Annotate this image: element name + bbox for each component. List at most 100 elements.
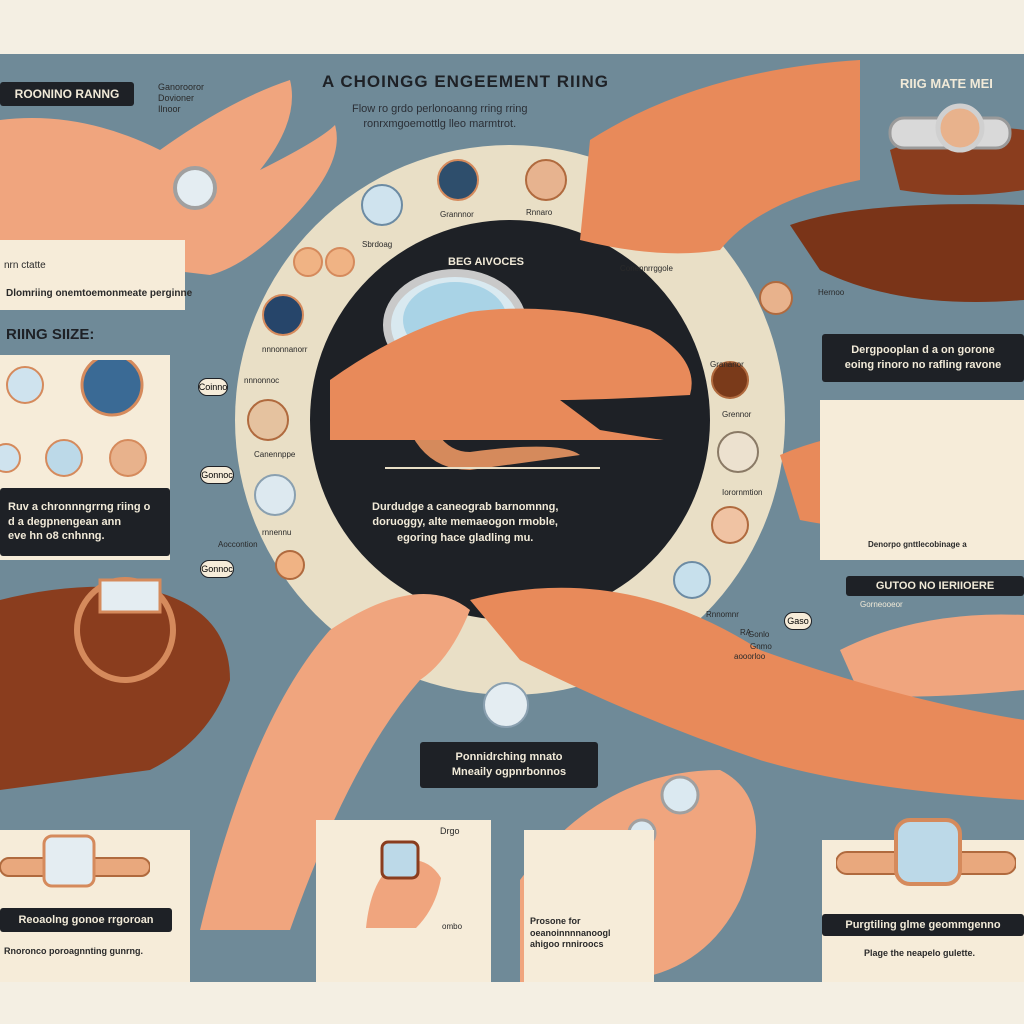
page-subtitle: Flow ro grdo perlonoanng rring rring ron… — [352, 102, 527, 132]
gem-icon — [262, 294, 304, 336]
emerald-ring-icon — [836, 818, 1016, 886]
hand-caption: nrn ctatte — [4, 260, 46, 271]
gem-icon — [759, 281, 793, 315]
ring-icon — [173, 166, 217, 210]
wheel-label: nnnonnanorr — [262, 345, 308, 354]
gem-icon — [437, 159, 479, 201]
badge-line: Ponnidrching mnato — [455, 750, 563, 763]
badge-line: eoing rinoro no rafling ravone — [844, 359, 1002, 371]
gem-icon — [98, 578, 162, 614]
gem-icon — [711, 361, 749, 399]
bottom-right-card-text: Prosone for oeanoinnnnanoogl ahigoo rnni… — [530, 916, 611, 951]
side-note-line: Dovioner — [158, 92, 195, 103]
gem-icon — [6, 366, 44, 404]
arm-illustration — [470, 587, 1024, 800]
gem-icon — [254, 474, 296, 516]
wheel-label: Rnnaro — [526, 208, 553, 217]
ring-size-gems — [0, 360, 147, 477]
wheel-label: Rnnomnr — [706, 610, 739, 619]
right-badge-note: Gorneooeor — [860, 600, 903, 609]
bottom-mid-badge: Ponnidrching mnato Mneaily ogpnrbonnos — [420, 742, 598, 788]
wheel-label: Sbrdoag — [362, 240, 393, 249]
card-line: oeanoinnnnanoogl — [530, 927, 611, 938]
card-line: ahigoo rnniroocs — [530, 939, 604, 950]
wheel-label: Aoccontion — [218, 540, 258, 549]
gem-icon — [673, 561, 711, 599]
wheel-label: Iorornmtion — [722, 488, 763, 497]
wheel-pill: Gonnoc — [200, 466, 234, 484]
wheel-label: Hernoo — [818, 288, 845, 297]
page-title: A CHOINGG ENGEEMENT RIING — [322, 72, 609, 91]
panel — [524, 830, 654, 982]
gem-icon — [45, 439, 83, 477]
subtitle-line: ronrxmgoemottlg lleo marmtrot. — [363, 117, 517, 130]
subtitle-line: Flow ro grdo perlonoanng rring rring — [352, 103, 528, 115]
wheel-label: Canennppe — [254, 450, 296, 459]
gem-icon — [293, 247, 323, 277]
ring-size-description: Ruv a chronnngrrng riing o d a degpnenge… — [0, 488, 170, 556]
hand-with-ring-icon — [366, 840, 441, 928]
wheel-pill: Gonnoc — [200, 560, 234, 578]
gem-icon — [483, 682, 529, 728]
wheel-label: Grannnor — [440, 210, 474, 219]
hand-illustration — [580, 60, 860, 254]
badge-line: Mneaily ogpnrbonnos — [451, 766, 567, 778]
center-text-line: egoring hace gladling mu. — [397, 531, 534, 544]
card-line: Prosone for — [530, 916, 581, 926]
description-line: Ruv a chronnngrrng riing o — [8, 500, 151, 513]
mid-card-label: Drgo — [440, 826, 460, 836]
gem-icon — [0, 443, 21, 473]
gem-icon — [935, 103, 985, 153]
side-note-line: Ilnoor — [158, 103, 181, 114]
hand-illustration — [840, 614, 1024, 697]
panel-caption: Dlomriing onemtoemonmeate perginne — [6, 288, 193, 299]
hand-illustration — [200, 594, 470, 930]
wheel-tag: Gonlo — [748, 630, 770, 639]
bottom-left-caption: Rnoronco poroagnnting gunrng. — [4, 946, 143, 956]
description-line: d a degpnengean ann — [8, 515, 122, 528]
panel — [820, 400, 1024, 560]
hand-illustration — [330, 308, 692, 440]
gem-icon — [109, 439, 147, 477]
side-note-line: Ganorooror — [158, 82, 205, 92]
wheel-pill: Gaso — [784, 612, 812, 630]
wheel-label: Grennor — [722, 410, 752, 419]
center-text-line: Durdudge a caneograb barnomnng, — [372, 501, 559, 513]
right-badge: GUTOO NO IERIIOERE — [846, 576, 1024, 596]
wheel-label: Grananor — [710, 360, 744, 369]
gem-icon — [80, 360, 144, 417]
cushion-ring-icon — [0, 834, 150, 888]
hand-illustration — [790, 204, 1024, 302]
wheel-label: rnnennu — [262, 528, 292, 537]
right-bottom-badge: Purgtiling glme geommgenno — [822, 914, 1024, 936]
wheel-tag: RA — [740, 628, 752, 637]
gem-icon — [717, 431, 759, 473]
ring-size-heading: RIING SIIZE: — [6, 326, 95, 343]
gem-icon — [525, 159, 567, 201]
center-text-line: doruoggy, alte memaeogon rmoble, — [372, 516, 558, 529]
description-line: eve hn o8 cnhnng. — [8, 530, 105, 543]
right-top-label: RIIG MATE MEI — [900, 76, 993, 91]
side-note: Ganorooror Dovioner Ilnoor — [158, 82, 204, 114]
gem-icon — [361, 184, 403, 226]
wheel-pill: Coinno — [198, 378, 228, 396]
gem-icon — [325, 247, 355, 277]
wheel-label: nnnonnoc — [244, 376, 280, 385]
bottom-left-badge: Reoaolng gonoe rrgoroan — [0, 908, 172, 932]
gem-icon — [660, 775, 700, 815]
right-mid-badge: Dergpooplan d a on gorone eoing rinoro n… — [822, 334, 1024, 382]
gem-icon — [275, 550, 305, 580]
gem-icon — [247, 399, 289, 441]
wheel-center-badge: BEG AIVOCES — [448, 256, 524, 268]
mid-card-note: ombo — [442, 922, 463, 931]
hand-illustration — [0, 80, 337, 275]
wheel-label: Conennrrggole — [620, 264, 673, 273]
gem-icon — [711, 506, 749, 544]
wheel-tag: aooorloo — [734, 652, 766, 661]
wheel-center-text: Durdudge a caneograb barnomnng, doruoggy… — [372, 500, 558, 546]
right-bottom-caption: Plage the neapelo gulette. — [864, 948, 976, 958]
wheel-tag: Gnmo — [750, 642, 772, 651]
panel — [0, 240, 185, 310]
right-panel-caption: Denorpo gnttlecobinage a — [868, 540, 967, 549]
